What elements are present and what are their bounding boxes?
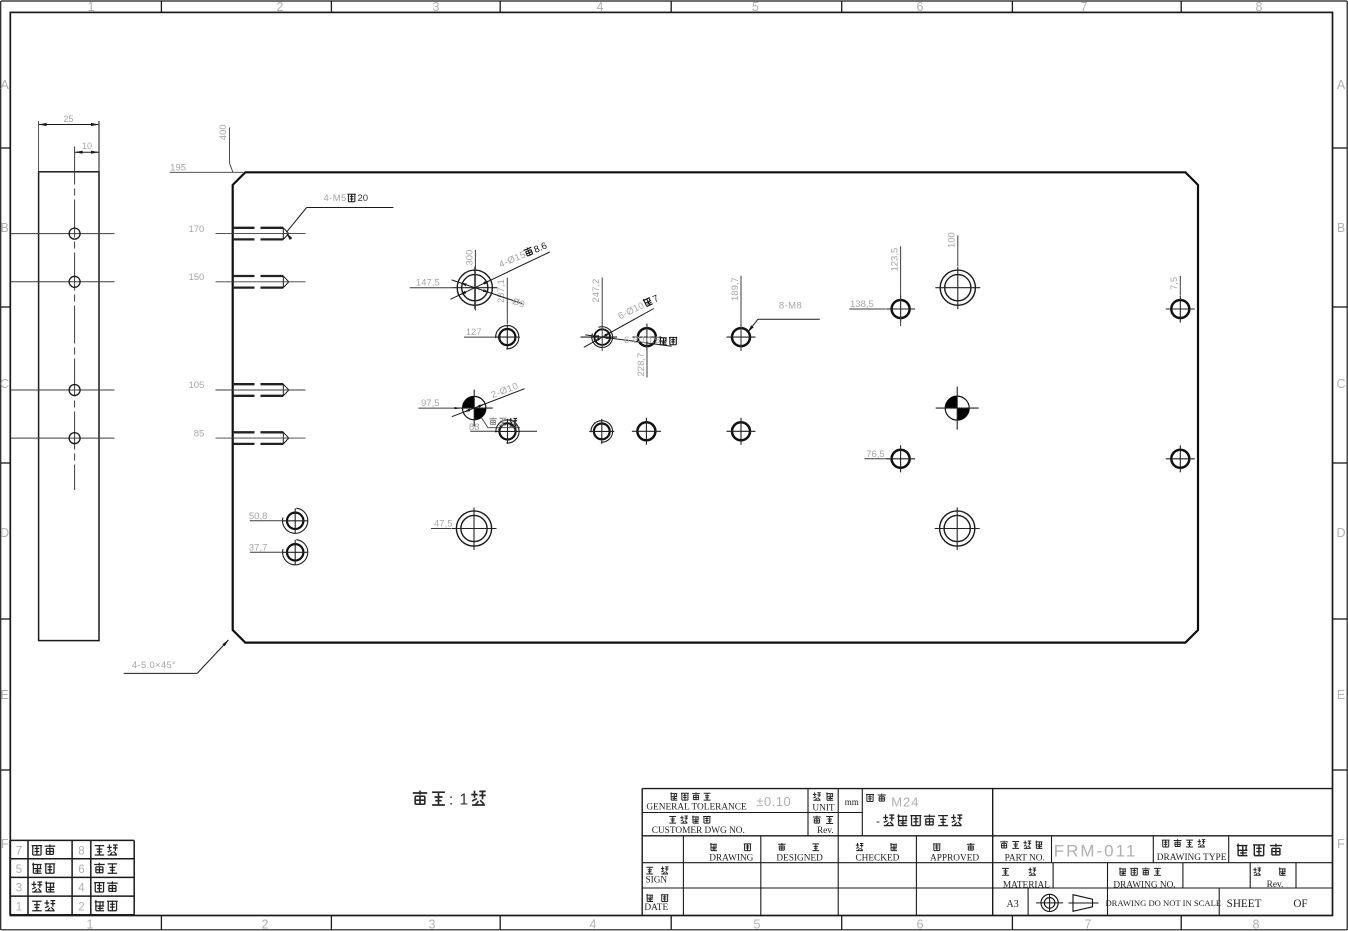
svg-text:F: F	[1337, 837, 1345, 851]
svg-text:97,5: 97,5	[421, 398, 440, 409]
svg-text:5: 5	[752, 0, 759, 14]
svg-text:D: D	[0, 526, 9, 540]
svg-text:10: 10	[82, 141, 92, 151]
svg-text:A3: A3	[1006, 899, 1018, 910]
svg-text:FRM-011: FRM-011	[1054, 842, 1138, 861]
svg-text:138,5: 138,5	[850, 299, 874, 310]
svg-text:B: B	[1, 221, 9, 235]
svg-text:Ø9: Ø9	[511, 296, 527, 310]
svg-text:3: 3	[429, 918, 436, 931]
svg-text:MATERIAL: MATERIAL	[1003, 880, 1050, 890]
svg-text:1: 1	[88, 0, 95, 14]
svg-text:247,2: 247,2	[591, 279, 602, 303]
svg-text:CUSTOMER DWG NO.: CUSTOMER DWG NO.	[652, 826, 745, 836]
svg-text:GENERAL TOLERANCE: GENERAL TOLERANCE	[646, 803, 747, 813]
svg-text:76,5: 76,5	[866, 449, 885, 460]
svg-text:105: 105	[188, 380, 204, 391]
svg-text:7: 7	[1081, 0, 1088, 14]
svg-text:5: 5	[16, 864, 22, 876]
svg-text:3: 3	[16, 883, 22, 895]
svg-text:DRAWING NO.: DRAWING NO.	[1113, 880, 1175, 890]
svg-text:Rev.: Rev.	[817, 826, 834, 836]
svg-text:127: 127	[466, 327, 482, 338]
svg-text:170: 170	[188, 224, 204, 235]
svg-text:A: A	[1337, 78, 1346, 92]
svg-text:7: 7	[651, 293, 661, 305]
svg-text:195: 195	[170, 163, 186, 174]
svg-text:OF: OF	[1293, 898, 1307, 910]
svg-text:7,5: 7,5	[1169, 277, 1180, 290]
svg-text:47,5: 47,5	[434, 519, 453, 530]
svg-text:4-M5: 4-M5	[324, 193, 347, 204]
svg-text:B: B	[1337, 221, 1345, 235]
svg-text:DRAWING: DRAWING	[709, 854, 753, 864]
svg-text:DRAWING DO NOT IN SCALE: DRAWING DO NOT IN SCALE	[1105, 898, 1221, 908]
svg-text:APPROVED: APPROVED	[930, 854, 979, 864]
svg-text:7: 7	[16, 846, 22, 858]
svg-text:PART NO.: PART NO.	[1005, 853, 1045, 863]
svg-text:DRAWING TYPE: DRAWING TYPE	[1157, 853, 1227, 863]
svg-text:E: E	[1, 688, 9, 702]
svg-text:189,7: 189,7	[730, 277, 741, 301]
svg-text:UNIT: UNIT	[812, 803, 835, 813]
svg-text:1: 1	[460, 792, 469, 809]
svg-text:4: 4	[78, 883, 85, 895]
svg-text:4: 4	[590, 918, 597, 931]
svg-text:A: A	[1, 78, 10, 92]
svg-text:123,5: 123,5	[889, 248, 900, 272]
svg-text:150: 150	[188, 272, 204, 283]
svg-text:-: -	[876, 814, 880, 828]
svg-text:mm: mm	[845, 797, 859, 807]
svg-text:4-5.0×45°: 4-5.0×45°	[132, 660, 176, 671]
svg-text:8-M8: 8-M8	[779, 300, 802, 311]
svg-text:1: 1	[16, 901, 22, 913]
svg-text:7: 7	[1085, 918, 1092, 931]
svg-text::: :	[449, 792, 453, 809]
svg-text:5: 5	[754, 918, 761, 931]
svg-text:6: 6	[917, 0, 924, 14]
svg-text:C: C	[0, 377, 9, 391]
svg-text:25: 25	[63, 114, 73, 124]
svg-text:3: 3	[433, 0, 440, 14]
svg-text:50,8: 50,8	[249, 511, 268, 522]
svg-text:88: 88	[469, 422, 480, 433]
svg-text:20: 20	[358, 193, 369, 204]
svg-text:300: 300	[464, 250, 475, 266]
svg-text:6: 6	[78, 864, 84, 876]
svg-text:Rev.: Rev.	[1267, 880, 1284, 890]
svg-text:±0.10: ±0.10	[756, 794, 791, 809]
svg-text:2: 2	[78, 901, 84, 913]
svg-text:8: 8	[78, 846, 84, 858]
svg-text:4: 4	[597, 0, 604, 14]
svg-text:6: 6	[917, 918, 924, 931]
svg-text:SIGN: SIGN	[645, 876, 667, 886]
svg-text:228,7: 228,7	[636, 353, 647, 377]
svg-text:2: 2	[262, 918, 269, 931]
svg-text:1: 1	[87, 918, 94, 931]
svg-text:DATE: DATE	[644, 903, 668, 913]
svg-text:2: 2	[277, 0, 284, 14]
svg-text:M24: M24	[891, 795, 919, 810]
svg-text:F: F	[1, 837, 9, 851]
svg-text:100: 100	[947, 232, 958, 248]
svg-text:6-Ø10.5: 6-Ø10.5	[624, 335, 660, 346]
svg-text:SHEET: SHEET	[1227, 898, 1262, 910]
svg-text:8: 8	[1253, 918, 1260, 931]
svg-text:147,5: 147,5	[416, 278, 440, 289]
svg-text:85: 85	[194, 428, 205, 439]
svg-text:287,1: 287,1	[496, 279, 507, 303]
svg-text:CHECKED: CHECKED	[855, 854, 899, 864]
svg-text:400: 400	[218, 124, 229, 140]
svg-text:37,7: 37,7	[249, 542, 268, 553]
svg-text:8: 8	[1256, 0, 1263, 14]
svg-text:E: E	[1337, 688, 1345, 702]
svg-text:DESIGNED: DESIGNED	[776, 854, 823, 864]
svg-text:8.6: 8.6	[532, 240, 548, 255]
svg-text:D: D	[1336, 526, 1345, 540]
svg-text:C: C	[1336, 377, 1345, 391]
